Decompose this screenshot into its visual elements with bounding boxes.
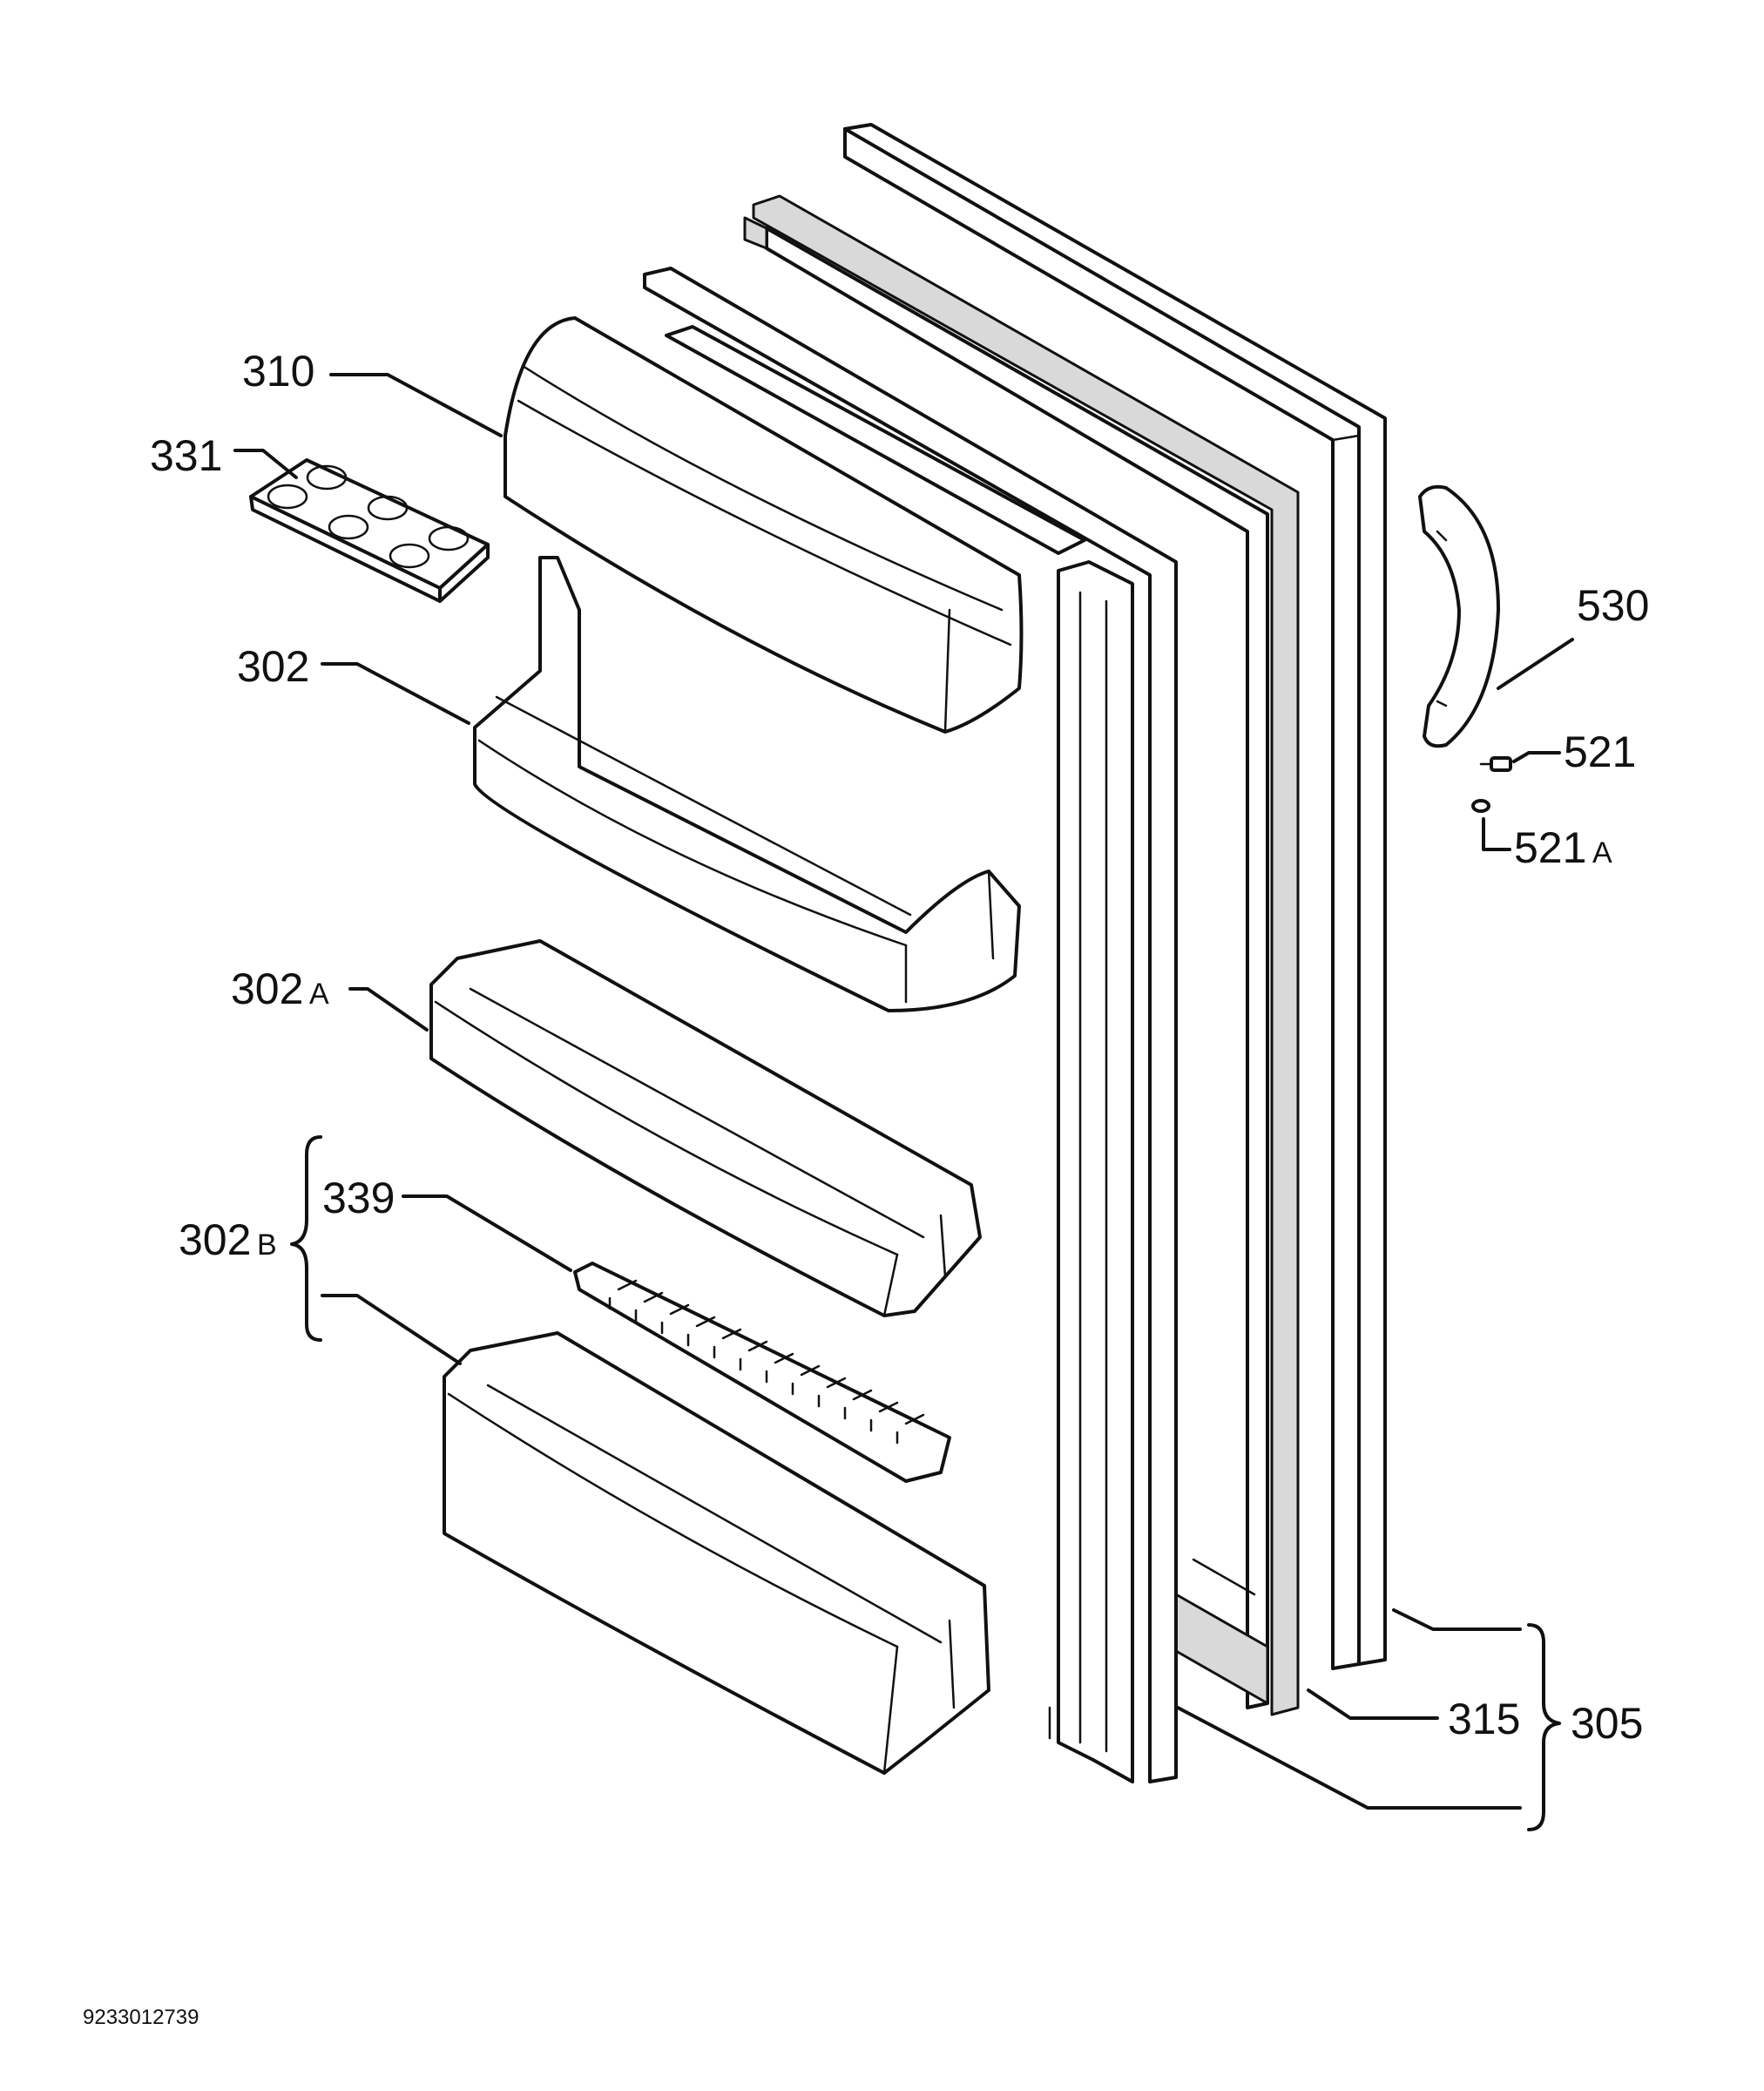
label-302a-number: 302 [231,964,303,1013]
dairy-compartment-lid [504,316,1024,734]
upper-door-shelf [473,556,1021,1012]
label-310: 310 [242,347,314,396]
label-302b-number: 302 [179,1215,251,1264]
door-inner-liner [643,267,1178,1783]
label-302: 302 [237,642,309,691]
label-331: 331 [150,431,222,480]
egg-tray [249,458,490,603]
bottle-retainer [573,1262,951,1483]
label-302b-suffix: B [257,1228,277,1262]
label-339: 339 [322,1174,395,1222]
drawing-number: 9233012739 [83,2006,199,2029]
screw [1479,756,1512,772]
label-305: 305 [1571,1699,1643,1748]
label-530: 530 [1577,581,1649,630]
door-outer-panel [843,123,1387,1670]
middle-door-shelf [429,939,982,1317]
label-521a-number: 521 [1514,823,1586,872]
label-315: 315 [1448,1695,1520,1743]
leader-lines [233,373,1574,1831]
bottom-bottle-shelf [443,1331,990,1775]
door-gasket [743,194,1300,1716]
washer [1471,799,1490,813]
label-302a-suffix: A [309,978,329,1011]
door-handle [1418,484,1500,748]
label-521a-suffix: A [1592,836,1612,870]
label-521: 521 [1564,727,1636,776]
